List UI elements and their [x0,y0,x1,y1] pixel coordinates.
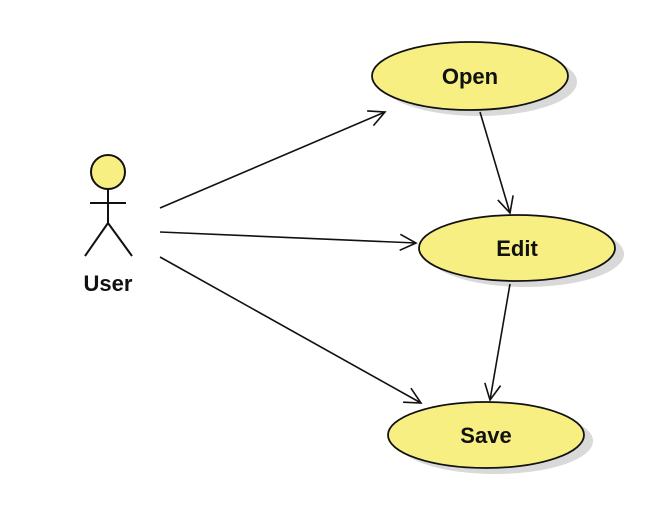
actor-head [90,154,126,190]
dependency-open-edit [479,111,514,215]
use-case-edit-shape [418,214,616,282]
association-user-save [159,256,423,404]
use-case-edit[interactable]: Edit [418,214,624,287]
use-case-open-label: Open [442,64,498,89]
use-case-edit-label: Edit [496,236,538,261]
association-user-edit [159,231,418,252]
actor-user[interactable]: User [84,154,133,296]
use-case-save[interactable]: Save [387,401,593,474]
actor-right-leg [107,222,133,257]
association-user-open [159,110,387,209]
use-case-save-label: Save [460,423,511,448]
dependency-edit-save [484,283,511,402]
use-case-save-shape [387,401,585,469]
actor-label: User [84,271,133,296]
use-case-open-shape [371,41,569,111]
use-case-open[interactable]: Open [371,41,577,116]
actor-left-leg [84,222,109,257]
